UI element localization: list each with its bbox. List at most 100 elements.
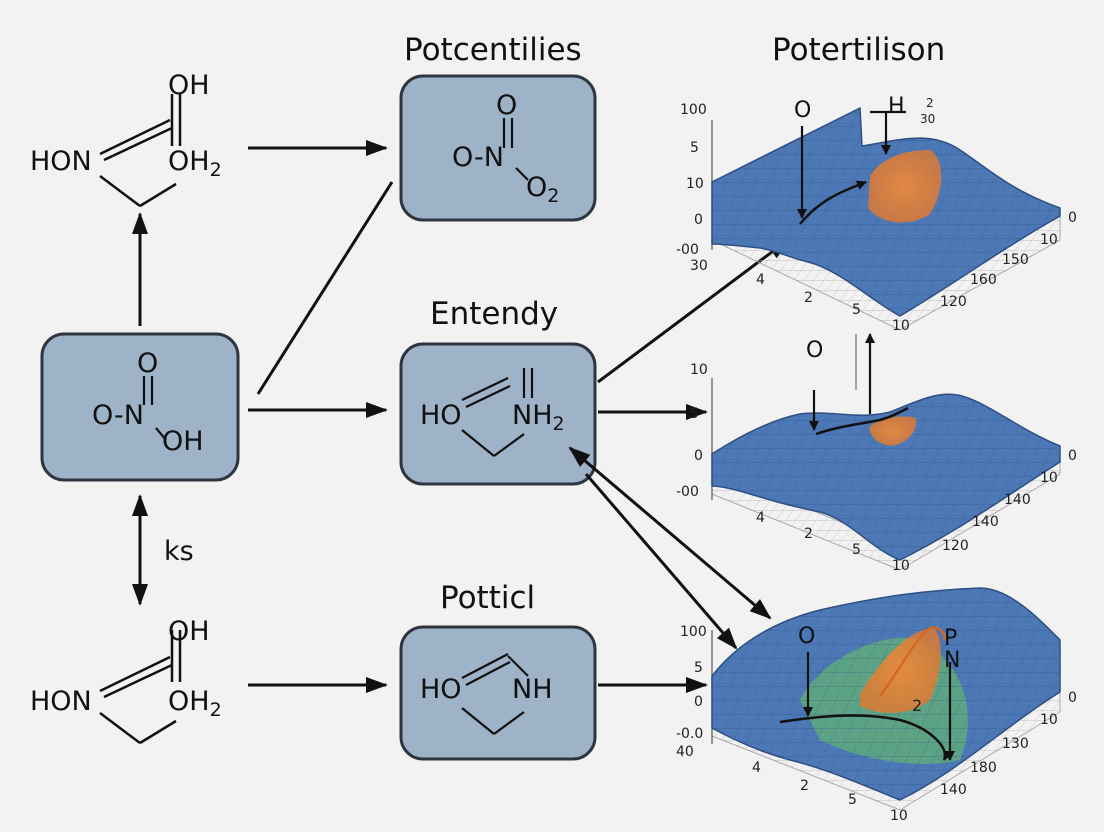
- molecule-middle-box-bonds: [461, 368, 534, 457]
- molecule-bottom-box-bonds: [461, 653, 529, 735]
- plot-bottom-xtick: 10: [890, 808, 908, 824]
- mol-top-o2-sub: 2: [547, 185, 560, 207]
- plot-middle-xtick: 2: [804, 526, 813, 542]
- mol-bl-oh: OH: [168, 616, 210, 647]
- surface-plot-top: [711, 106, 1061, 331]
- mol-bot-ho: HO: [420, 674, 462, 705]
- mol-cl-o: O: [137, 348, 159, 379]
- plot-middle-ztick: 120: [942, 538, 969, 554]
- plot-top-ytick: 100: [680, 102, 707, 118]
- mol-bl-oh2-sub: 2: [209, 699, 222, 721]
- mol-top-o2-text: O: [526, 172, 548, 203]
- plot-bottom-xtick: 40: [676, 744, 694, 760]
- plot-top-ztick: 160: [970, 272, 997, 288]
- plot-top-ytick: 5: [690, 140, 699, 156]
- arrow-center-to-topbox: [256, 181, 394, 395]
- box-middle: [399, 342, 597, 486]
- mol-bl-oh2: OH2: [168, 686, 222, 721]
- mol-cl-on: O-N: [92, 400, 144, 431]
- plot-bottom-ztick: 140: [940, 782, 967, 798]
- molecule-bottom-left-bonds: [99, 630, 182, 745]
- mol-tl-hon: HON: [30, 146, 92, 177]
- plot-top-ztick: 120: [940, 294, 967, 310]
- plot-top-orange-region: [868, 150, 942, 223]
- plot-bottom-xtick: 5: [848, 792, 857, 808]
- mol-mid-nh2-text: NH: [512, 400, 553, 431]
- mol-bot-nh: NH: [512, 674, 553, 705]
- arrow-middlebox-to-bottomplot-a: [568, 446, 772, 620]
- plot-top-ztick: 0: [1068, 210, 1077, 226]
- heading-potcentilies: Potcentilies: [404, 32, 582, 68]
- plot-middle-xtick: 4: [756, 510, 765, 526]
- plot-bottom-ytick: -0.0: [676, 726, 704, 742]
- plot-bottom-ytick: 0: [694, 694, 703, 710]
- plot-bottom-path: [779, 714, 953, 761]
- plot-bottom-ztick: 180: [970, 760, 997, 776]
- plot-bottom-xtick: 2: [800, 778, 809, 794]
- box-bottom: [399, 625, 597, 761]
- plot-top-ytick: 10: [686, 176, 704, 192]
- mol-mid-ho: HO: [420, 400, 462, 431]
- surface-plot-bottom: [711, 587, 1061, 811]
- plot-top-xtick: 2: [804, 290, 813, 306]
- plot-bottom-ztick: 10: [1040, 712, 1058, 728]
- mol-tl-oh2-sub: 2: [209, 159, 222, 181]
- molecule-center-left-bonds: [142, 376, 167, 441]
- plot-bottom-ytick: 5: [694, 660, 703, 676]
- plot-bottom-mark-n: N: [944, 648, 961, 673]
- heading-entendy: Entendy: [430, 296, 559, 332]
- box-center-left: [40, 332, 240, 482]
- plot-bottom-peak-curve: [879, 626, 946, 697]
- plot-top-ztick: 150: [1002, 252, 1029, 268]
- plot-middle-ytick: -00: [676, 484, 699, 500]
- plot-top-mark-tiny1: 2: [926, 96, 934, 110]
- arrow-middlebox-to-bottomplot-b: [584, 473, 738, 650]
- mol-tl-oh2: OH2: [168, 146, 222, 181]
- arrows: [132, 140, 790, 693]
- box-top: [399, 74, 597, 222]
- plot-middle-xtick: 5: [852, 542, 861, 558]
- mol-top-o: O: [496, 90, 518, 121]
- mol-bl-hon: HON: [30, 686, 92, 717]
- plot-middle-xtick: 10: [892, 558, 910, 574]
- mol-cl-oh: OH: [162, 426, 204, 457]
- heading-potertilison: Potertilison: [772, 32, 946, 68]
- plot-middle-ztick: 0: [1068, 448, 1077, 464]
- plot-top-mark-o: O: [794, 98, 812, 123]
- mol-tl-oh2-text: OH: [168, 146, 210, 177]
- molecule-top-left-bonds: [99, 94, 182, 208]
- plot-top-ytick: -00: [676, 242, 699, 258]
- plot-middle-ztick: 10: [1040, 470, 1058, 486]
- plot-middle-mark-o: O: [806, 338, 824, 363]
- plot-top-xtick: 4: [756, 272, 765, 288]
- mol-top-on: O-N: [452, 142, 504, 173]
- plot-bottom-ytick: 100: [680, 624, 707, 640]
- plot-top-mark-h: H: [888, 94, 905, 119]
- mol-bl-oh2-text: OH: [168, 686, 210, 717]
- plot-top-xtick: 10: [892, 318, 910, 334]
- plot-bottom-xtick: 4: [752, 760, 761, 776]
- plot-top-xtick: 5: [852, 302, 861, 318]
- plot-middle-ztick: 140: [1004, 492, 1031, 508]
- plot-middle-grid-overlay: [712, 394, 1060, 560]
- plot-bottom-orange-region: [860, 628, 941, 713]
- mol-tl-oh: OH: [168, 70, 210, 101]
- plot-bottom-mark-p: P: [944, 626, 958, 651]
- plot-bottom-mark-o: O: [798, 624, 816, 649]
- plot-middle-ytick: 0: [694, 448, 703, 464]
- plot-middle-path: [815, 406, 909, 436]
- mol-top-o2: O2: [526, 172, 559, 207]
- mol-mid-nh2-sub: 2: [552, 413, 565, 435]
- plot-middle-orange-region: [869, 416, 917, 446]
- heading-potticl: Potticl: [440, 580, 536, 616]
- plot-top-ztick: 10: [1040, 232, 1058, 248]
- plot-middle-ztick: 140: [972, 514, 999, 530]
- molecule-top-box-bonds: [502, 118, 529, 181]
- plot-bottom-mark-two: 2: [912, 696, 923, 715]
- plot-middle-ytick: 10: [690, 362, 708, 378]
- surface-plot-middle: [711, 333, 1061, 571]
- plot-bottom-ztick: 130: [1002, 736, 1029, 752]
- plot-top-ytick: 0: [694, 212, 703, 228]
